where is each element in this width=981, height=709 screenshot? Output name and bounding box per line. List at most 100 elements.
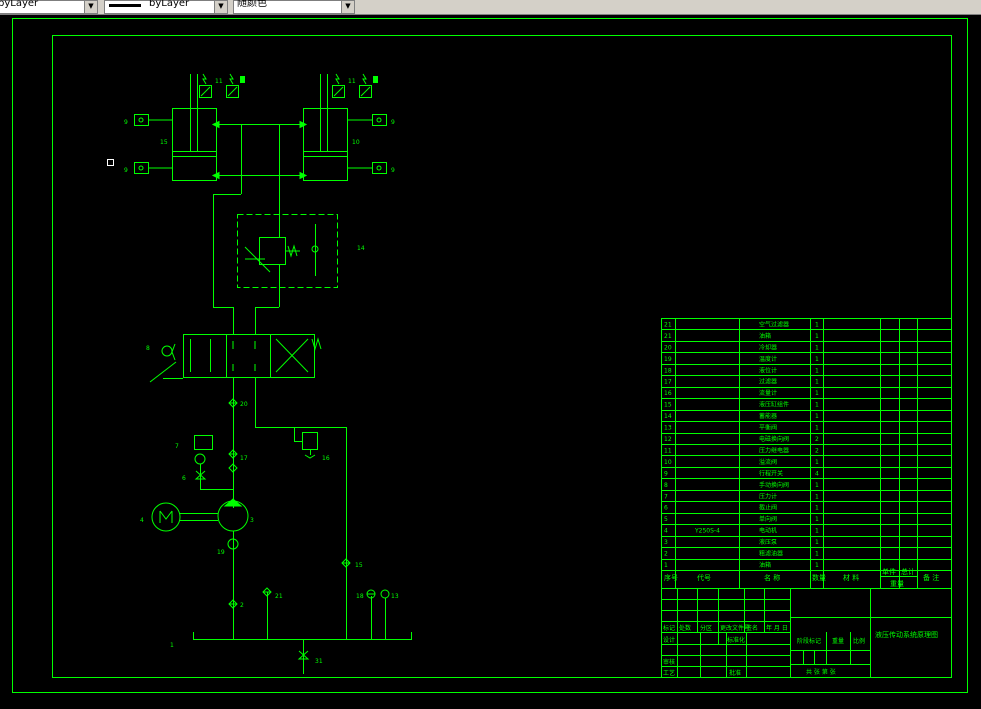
- table-cell-no: 7: [664, 493, 668, 500]
- lineweight-sample: [109, 4, 141, 7]
- table-cell-qty: 1: [815, 322, 819, 329]
- outer-frame: [12, 18, 968, 693]
- table-cell-no: 9: [664, 470, 668, 477]
- label: 16: [322, 455, 330, 462]
- header-model: 代号: [697, 573, 711, 582]
- chevron-down-icon[interactable]: ▼: [214, 1, 227, 13]
- header-total: 总计: [901, 567, 915, 576]
- header-unit: 单件: [882, 567, 896, 576]
- label: 3: [250, 517, 254, 524]
- label: 8: [146, 345, 150, 352]
- chevron-down-icon[interactable]: ▼: [341, 1, 354, 13]
- tb-scale: 比例: [853, 637, 865, 645]
- table-cell-qty: 1: [815, 390, 819, 397]
- linetype-combo[interactable]: byLayer ▼: [0, 0, 98, 14]
- label: 18: [356, 593, 364, 600]
- table-cell-name: 粗滤油器: [759, 550, 783, 558]
- table-cell-no: 20: [664, 344, 672, 351]
- table-cell-name: 截止阀: [759, 504, 777, 512]
- directional-valve: [183, 334, 315, 378]
- header-qty: 数量: [812, 573, 826, 582]
- table-cell-no: 16: [664, 390, 672, 397]
- hydraulic-schematic: [134, 73, 412, 674]
- label: 7: [175, 443, 179, 450]
- table-cell-no: 21: [664, 322, 672, 329]
- table-cell-name: 冷却器: [759, 343, 777, 351]
- table-cell-name: 液压泵: [759, 538, 777, 546]
- tb-date: 年 月 日: [766, 624, 788, 632]
- table-cell-name: 压力计: [759, 492, 777, 500]
- table-cell-name: 电动机: [759, 527, 777, 535]
- header-remark: 备 注: [923, 573, 939, 582]
- parts-table: [661, 318, 952, 589]
- label: 10: [352, 139, 360, 146]
- table-cell-no: 15: [664, 402, 672, 409]
- label: 2: [240, 602, 244, 609]
- label: 17: [240, 455, 248, 462]
- label: 21: [275, 593, 283, 600]
- table-cell-qty: 1: [815, 482, 819, 489]
- table-cell-no: 6: [664, 505, 668, 512]
- label: 4: [140, 517, 144, 524]
- table-cell-no: 18: [664, 367, 672, 374]
- tb-check: 审核: [663, 658, 675, 666]
- table-cell-name: 油箱: [759, 561, 771, 569]
- table-cell-no: 10: [664, 459, 672, 466]
- label: 19: [217, 549, 225, 556]
- chevron-down-icon[interactable]: ▼: [84, 1, 97, 13]
- table-cell-no: 12: [664, 436, 672, 443]
- table-cell-name: 空气过滤器: [759, 321, 789, 329]
- table-cell-qty: 2: [815, 436, 819, 443]
- table-cell-name: 平衡阀: [759, 424, 777, 432]
- header-material: 材 料: [843, 573, 859, 582]
- table-cell-qty: 1: [815, 493, 819, 500]
- tb-count: 处数: [679, 624, 691, 632]
- header-no: 序号: [664, 573, 678, 582]
- table-cell-name: 电磁换向阀: [759, 435, 789, 443]
- table-cell-name: 温度计: [759, 355, 777, 363]
- label: 9: [124, 167, 128, 174]
- drawing-title: 液压传动系统原理图: [875, 630, 938, 639]
- table-cell-qty: 1: [815, 344, 819, 351]
- table-cell-name: 液位计: [759, 366, 777, 374]
- pick-box: [107, 159, 114, 166]
- table-cell-no: 2: [664, 551, 668, 558]
- drawing-canvas[interactable]: 11 11 9 9 9 9 15 10 14 8 20 7 17 16 6 4 …: [0, 14, 981, 709]
- parts-header: 序号 代号 名 称 数量 材 料 单件 总计 重量 备 注: [664, 567, 939, 588]
- table-cell-qty: 1: [815, 539, 819, 546]
- table-cell-qty: 4: [815, 470, 819, 477]
- table-cell-no: 21: [664, 333, 672, 340]
- label: 31: [315, 658, 323, 665]
- linetype-value: byLayer: [0, 0, 39, 9]
- table-cell-qty: 1: [815, 356, 819, 363]
- label: 9: [124, 119, 128, 126]
- color-combo[interactable]: 随颜色 ▼: [233, 0, 355, 14]
- table-cell-name: 油箱: [759, 332, 771, 340]
- tb-change: 更改文件号: [720, 624, 750, 632]
- table-cell-qty: 1: [815, 333, 819, 340]
- electric-motor: [151, 502, 181, 532]
- table-cell-qty: 1: [815, 379, 819, 386]
- table-cell-no: 19: [664, 356, 672, 363]
- table-cell-no: 5: [664, 516, 668, 523]
- label: 15: [160, 139, 168, 146]
- tb-process: 工艺: [663, 669, 675, 677]
- label: 1: [170, 642, 174, 649]
- table-cell-qty: 1: [815, 425, 819, 432]
- lineweight-value: byLayer: [149, 0, 190, 9]
- label: 13: [391, 593, 399, 600]
- table-cell-qty: 2: [815, 448, 819, 455]
- tb-stage: 阶段标记: [797, 637, 821, 645]
- lineweight-combo[interactable]: byLayer ▼: [104, 0, 228, 14]
- tb-standardize: 标准化: [727, 636, 745, 644]
- table-cell-name: 行程开关: [759, 469, 783, 477]
- table-cell-name: 流量计: [759, 389, 777, 397]
- label: 11: [215, 78, 223, 85]
- table-cell-qty: 1: [815, 505, 819, 512]
- title-block-text: 标记 处数 分区 更改文件号 签名 年 月 日 设计 标准化 审核 工艺 批准 …: [663, 624, 938, 677]
- table-cell-no: 1: [664, 562, 668, 569]
- header-name: 名 称: [764, 573, 780, 582]
- label: 15: [355, 562, 363, 569]
- table-cell-qty: 1: [815, 516, 819, 523]
- tb-sheets: 共 张 第 张: [806, 668, 836, 676]
